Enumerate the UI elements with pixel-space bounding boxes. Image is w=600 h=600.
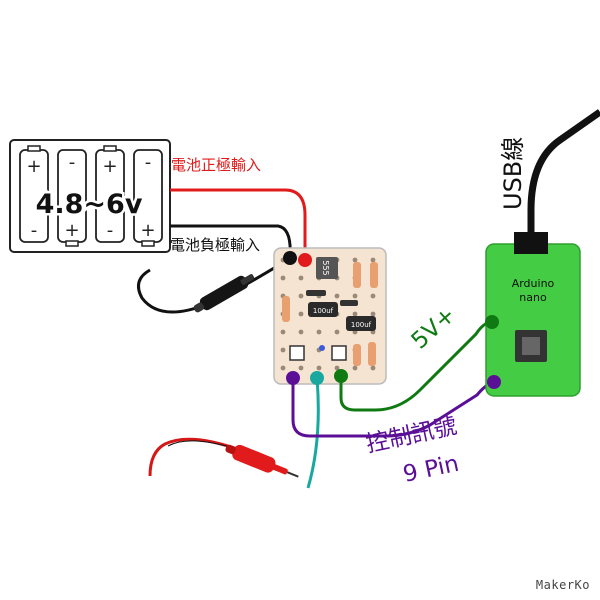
capacitor-2-label: 100uf bbox=[351, 321, 372, 329]
cell-4-top-mark: - bbox=[145, 152, 152, 173]
perfboard-hole bbox=[280, 347, 286, 353]
black-alligator-clip bbox=[193, 274, 255, 313]
terminal-positive bbox=[298, 253, 312, 267]
negative-clip-tail bbox=[136, 268, 206, 314]
perfboard-hole bbox=[280, 275, 286, 281]
perfboard-hole bbox=[316, 365, 322, 371]
usb-connector bbox=[514, 232, 548, 254]
battery-voltage-label: 4.8~6v bbox=[36, 189, 143, 220]
perfboard-hole bbox=[280, 365, 286, 371]
perfboard-hole bbox=[280, 329, 286, 335]
positive-input-label: 電池正極輸入 bbox=[171, 156, 261, 174]
arduino-pin-9 bbox=[487, 375, 501, 389]
perfboard-hole bbox=[334, 365, 340, 371]
diode bbox=[340, 300, 358, 306]
transistor bbox=[289, 345, 305, 361]
perfboard-hole bbox=[370, 365, 376, 371]
cell-1-bottom-mark: - bbox=[31, 220, 38, 241]
battery-cell bbox=[57, 149, 87, 247]
perfboard-hole bbox=[298, 293, 304, 299]
arduino-subtitle: nano bbox=[519, 291, 547, 304]
battery-holder: + - - + + - - + 4.8~6v bbox=[9, 139, 171, 253]
red-probe-clip bbox=[148, 437, 299, 478]
perfboard-hole bbox=[352, 365, 358, 371]
transistor bbox=[331, 345, 347, 361]
perfboard-hole bbox=[316, 329, 322, 335]
perfboard-hole bbox=[298, 275, 304, 281]
perfboard-hole bbox=[370, 293, 376, 299]
capacitor-2: 100uf bbox=[346, 316, 376, 331]
resistor bbox=[370, 262, 378, 288]
battery-cell bbox=[133, 149, 163, 247]
perfboard-hole bbox=[298, 311, 304, 317]
control-pin-label: 9 Pin bbox=[401, 451, 461, 488]
usb-cable-label: USB線 bbox=[499, 137, 527, 210]
cell-3-bottom-mark: - bbox=[107, 220, 114, 241]
perfboard-hole bbox=[298, 329, 304, 335]
teal-wire bbox=[306, 377, 320, 489]
five-v-label: 5V+ bbox=[407, 302, 461, 355]
control-signal-label: 控制訊號 bbox=[364, 413, 459, 458]
perfboard-hole bbox=[334, 293, 340, 299]
positive-wire bbox=[170, 188, 307, 258]
small-component bbox=[319, 345, 325, 351]
perfboard-hole bbox=[352, 257, 358, 263]
capacitor-1-label: 100uf bbox=[313, 307, 334, 315]
ic-555: 555 bbox=[316, 257, 338, 279]
perfboard-hole bbox=[352, 311, 358, 317]
control-wire bbox=[291, 378, 495, 438]
arduino-nano-board: Arduino nano bbox=[485, 232, 581, 397]
microcontroller-chip bbox=[515, 330, 547, 362]
resistor bbox=[353, 344, 361, 366]
perfboard-hole bbox=[352, 293, 358, 299]
arduino-pin-5v bbox=[485, 315, 499, 329]
five-v-wire bbox=[339, 320, 493, 412]
perfboard-hole bbox=[370, 311, 376, 317]
resistor bbox=[282, 296, 290, 322]
cell-1-top-mark: + bbox=[26, 156, 41, 177]
battery-cell bbox=[95, 145, 125, 243]
terminal-negative bbox=[283, 251, 297, 265]
arduino-title: Arduino bbox=[512, 277, 555, 290]
cell-2-top-mark: - bbox=[69, 152, 76, 173]
cell-3-top-mark: + bbox=[102, 156, 117, 177]
negative-input-label: 電池負極輸入 bbox=[170, 236, 260, 254]
resistor bbox=[368, 342, 376, 366]
resistor bbox=[353, 262, 361, 288]
usb-cable bbox=[527, 109, 600, 232]
perfboard-hole bbox=[334, 329, 340, 335]
perfboard-hole bbox=[298, 365, 304, 371]
perfboard-hole bbox=[370, 257, 376, 263]
ic-label: 555 bbox=[321, 260, 330, 275]
cell-4-bottom-mark: + bbox=[140, 220, 155, 241]
perfboard: 555 100uf 100uf bbox=[273, 247, 387, 385]
capacitor-1: 100uf bbox=[308, 302, 338, 317]
battery-cell bbox=[19, 145, 49, 243]
watermark-text: MakerKo bbox=[535, 578, 590, 592]
cell-2-bottom-mark: + bbox=[64, 220, 79, 241]
diode bbox=[306, 290, 326, 296]
